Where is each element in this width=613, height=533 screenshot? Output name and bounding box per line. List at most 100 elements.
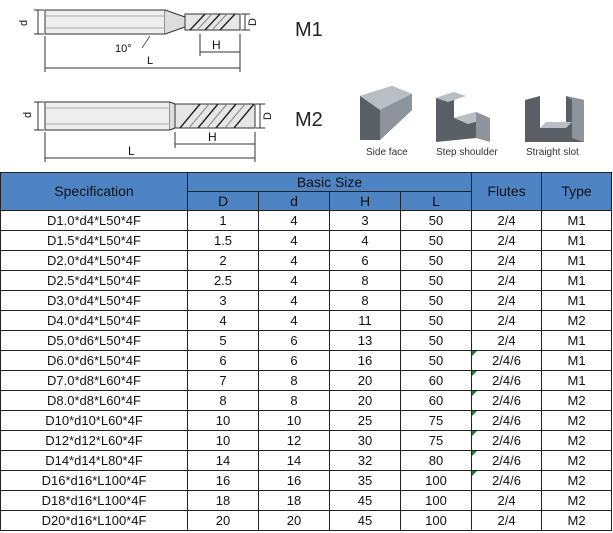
H-cell: 4	[329, 230, 401, 251]
spec-cell: D7.0*d8*L60*4F	[0, 370, 188, 391]
spec-cell: D18*d16*L100*4F	[0, 490, 188, 511]
L-header: L	[399, 191, 473, 211]
H-cell: 35	[329, 470, 401, 491]
flutes-cell: 2/4	[471, 490, 543, 511]
L-cell: 75	[399, 430, 473, 451]
m2-D-label: D	[262, 112, 274, 120]
D-cell: 2	[187, 250, 259, 271]
d-cell: 6	[258, 330, 330, 351]
m1-H-label: H	[212, 38, 221, 52]
spec-cell: D1.5*d4*L50*4F	[0, 230, 188, 251]
H-cell: 45	[329, 510, 401, 531]
header-row: Specification Basic Size Flutes Type	[0, 172, 613, 211]
flutes-cell: 2/4	[471, 290, 543, 311]
d-header: d	[258, 191, 330, 211]
spec-cell: D8.0*d8*L60*4F	[0, 390, 188, 411]
H-cell: 8	[329, 290, 401, 311]
spec-cell: D1.0*d4*L50*4F	[0, 210, 188, 231]
H-cell: 16	[329, 350, 401, 371]
D-cell: 14	[187, 450, 259, 471]
step-shoulder-label: Step shoulder	[436, 147, 498, 158]
flutes-value: 2/4/6	[492, 473, 521, 488]
step-shoulder-icon	[436, 92, 490, 142]
spec-cell: D20*d16*L100*4F	[0, 510, 188, 531]
type-cell: M2	[541, 310, 613, 331]
H-cell: 32	[329, 450, 401, 471]
D-cell: 2.5	[187, 270, 259, 291]
tool-drawing-panel: d D H L 10° M1	[0, 0, 613, 172]
H-cell: 20	[329, 370, 401, 391]
flutes-cell: 2/4/6	[471, 390, 543, 411]
L-cell: 50	[399, 270, 473, 291]
d-cell: 4	[258, 210, 330, 231]
L-cell: 50	[399, 310, 473, 331]
flutes-cell: 2/4/6	[471, 470, 543, 491]
specification-header: Specification	[0, 172, 188, 211]
type-cell: M2	[541, 430, 613, 451]
m1-angle-label: 10°	[115, 43, 132, 55]
m2-L-label: L	[128, 144, 135, 158]
type-cell: M1	[541, 250, 613, 271]
L-cell: 50	[399, 230, 473, 251]
flutes-value: 2/4/6	[492, 373, 521, 388]
side-face-icon	[360, 86, 412, 140]
flutes-value: 2/4	[497, 253, 516, 268]
D-cell: 3	[187, 290, 259, 311]
comment-marker-icon	[472, 391, 478, 396]
flutes-cell: 2/4	[471, 330, 543, 351]
H-cell: 45	[329, 490, 401, 511]
spec-cell: D2.0*d4*L50*4F	[0, 250, 188, 271]
D-cell: 1.5	[187, 230, 259, 251]
d-cell: 4	[258, 310, 330, 331]
flutes-value: 2/4	[497, 493, 516, 508]
type-cell: M1	[541, 210, 613, 231]
H-cell: 25	[329, 410, 401, 431]
D-cell: 1	[187, 210, 259, 231]
type-header: Type	[541, 172, 613, 211]
D-cell: 8	[187, 390, 259, 411]
D-cell: 18	[187, 490, 259, 511]
L-cell: 80	[399, 450, 473, 471]
type-cell: M1	[541, 350, 613, 371]
flutes-value: 2/4	[497, 313, 516, 328]
flutes-value: 2/4	[497, 213, 516, 228]
spec-cell: D6.0*d6*L50*4F	[0, 350, 188, 371]
flutes-cell: 2/4	[471, 310, 543, 331]
type-cell: M1	[541, 290, 613, 311]
flutes-value: 2/4	[497, 293, 516, 308]
d-cell: 8	[258, 370, 330, 391]
spec-cell: D12*d12*L60*4F	[0, 430, 188, 451]
D-cell: 5	[187, 330, 259, 351]
d-cell: 10	[258, 410, 330, 431]
flutes-cell: 2/4	[471, 510, 543, 531]
comment-marker-icon	[472, 431, 478, 436]
type-cell: M2	[541, 450, 613, 471]
L-cell: 100	[399, 490, 473, 511]
m1-drawing	[34, 9, 250, 72]
H-cell: 8	[329, 270, 401, 291]
d-cell: 12	[258, 430, 330, 451]
L-cell: 50	[399, 210, 473, 231]
d-cell: 4	[258, 250, 330, 271]
type-cell: M2	[541, 470, 613, 491]
comment-marker-icon	[472, 371, 478, 376]
comment-marker-icon	[472, 411, 478, 416]
flutes-value: 2/4	[497, 513, 516, 528]
type-cell: M1	[541, 370, 613, 391]
comment-marker-icon	[472, 451, 478, 456]
m2-H-label: H	[208, 130, 217, 144]
L-cell: 60	[399, 370, 473, 391]
flutes-header: Flutes	[471, 172, 543, 211]
spec-cell: D10*d10*L60*4F	[0, 410, 188, 431]
flutes-cell: 2/4/6	[471, 430, 543, 451]
H-cell: 30	[329, 430, 401, 451]
